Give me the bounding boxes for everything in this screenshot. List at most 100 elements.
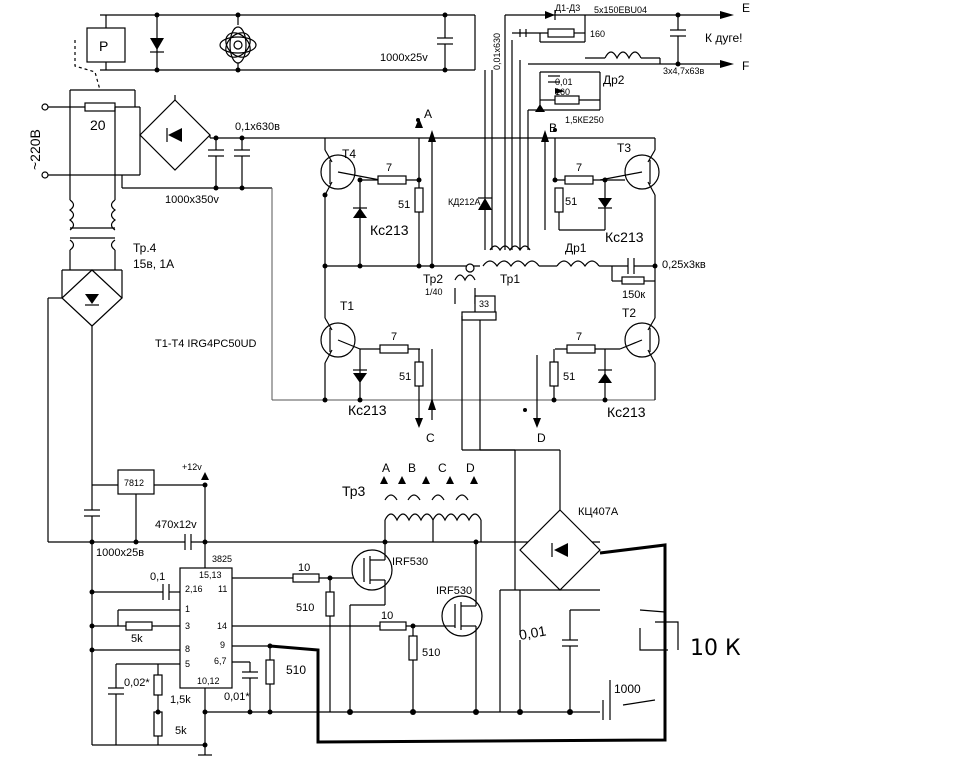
label-cap-002: 0,02*: [124, 677, 150, 689]
pin-2-16: 2,16: [185, 584, 203, 594]
pin-9: 9: [220, 640, 225, 650]
label-r33: 33: [479, 299, 489, 309]
main-bridge-rectifier: [139, 99, 211, 171]
label-dr2: Др2: [603, 73, 625, 87]
label-r10-b: 10: [381, 610, 393, 622]
mains-terminal-top: [41, 103, 49, 111]
label-tr3-a: A: [382, 461, 390, 475]
label-tr4: Тр.4: [133, 241, 157, 255]
label-dr1: Др1: [565, 241, 587, 255]
top-rail-wiring: [74, 12, 476, 91]
mains-terminal-bottom: [41, 171, 49, 179]
pin-6-7: 6,7: [214, 656, 227, 666]
label-fuse: 20: [90, 117, 106, 133]
label-7812: 7812: [124, 478, 144, 488]
label-hand-1000: 1000: [614, 682, 641, 696]
pin-8: 8: [185, 644, 190, 654]
label-irf530-b: IRF530: [436, 585, 472, 597]
pin-1: 1: [185, 604, 190, 614]
label-kc213-t2: Кс213: [607, 404, 646, 420]
label-r160-mid: 160: [555, 87, 570, 97]
label-r7-t4: 7: [386, 162, 392, 174]
label-tr3-b: B: [408, 461, 416, 475]
label-r150k: 150к: [622, 289, 645, 301]
aux-bridge-rectifier: [47, 269, 123, 542]
label-ic3825: 3825: [212, 554, 232, 564]
label-r5k-a: 5k: [131, 633, 143, 645]
relay-box: [86, 27, 126, 63]
label-t4: T4: [342, 147, 356, 161]
output-section: [505, 10, 734, 112]
label-t1: T1: [340, 299, 354, 313]
label-cap-001: 0,01: [555, 77, 573, 87]
hand-drawn-additions: [269, 543, 679, 744]
regulator-7812: [117, 469, 155, 495]
label-r160-top: 160: [590, 29, 605, 39]
label-mains: ~220В: [27, 129, 43, 170]
label-k-duge: К дуге!: [705, 31, 742, 45]
label-cap-0-1x630: 0,1x630в: [235, 121, 280, 133]
label-kc213-t3: Кс213: [605, 229, 644, 245]
label-kc213-t4: Кс213: [370, 222, 409, 238]
label-cap-0-01x630: 0,01x630: [492, 33, 502, 70]
label-tr3: Тр3: [342, 483, 366, 499]
fuse: [84, 102, 116, 112]
label-tr1: Тр1: [500, 272, 520, 286]
label-r510-b: 510: [422, 647, 440, 659]
label-tr4-spec: 15в, 1А: [133, 257, 174, 271]
label-r510-a: 510: [296, 602, 314, 614]
label-r510-c: 510: [286, 663, 306, 677]
label-out-f: F: [742, 59, 749, 73]
label-r7-t2: 7: [576, 331, 582, 343]
label-t1t4-type: T1-T4 IRG4PC50UD: [155, 338, 257, 350]
label-node-a: A: [424, 107, 432, 121]
label-node-b: B: [549, 121, 557, 135]
label-r10-a: 10: [298, 562, 310, 574]
label-relay: Р: [99, 38, 108, 54]
fan-icon: [219, 15, 257, 70]
label-t3: T3: [617, 141, 631, 155]
mosfet-irf530-top: [351, 549, 393, 591]
label-irf530-a: IRF530: [392, 556, 428, 568]
label-hand-001: 0,01: [518, 622, 548, 643]
label-node-c: C: [426, 431, 435, 445]
label-r51-t2: 51: [563, 371, 575, 383]
label-kc213-t1: Кс213: [348, 402, 387, 418]
label-plus12: +12v: [182, 462, 202, 472]
label-cap-1000x350: 1000x350v: [165, 194, 219, 206]
label-r1-5k: 1,5k: [170, 694, 191, 706]
label-cap-025x3: 0,25x3кв: [662, 259, 706, 271]
label-cap-1000x25b: 1000x25в: [96, 547, 144, 559]
label-r5k-b: 5k: [175, 725, 187, 737]
label-r51-t3: 51: [565, 196, 577, 208]
label-cap-1000x25v-top: 1000x25v: [380, 52, 428, 64]
label-cap-470x12: 470x12v: [155, 519, 197, 531]
label-hand-10k: 10 К: [690, 636, 741, 661]
control-section: [48, 469, 601, 756]
label-out-e: E: [742, 1, 750, 15]
label-node-d: D: [537, 431, 546, 445]
label-diodes: 5x150EBU04: [594, 5, 647, 15]
label-ke250: 1,5КЕ250: [565, 115, 604, 125]
pin-11: 11: [218, 584, 227, 594]
labels: Р 20 ~220В 1000x25v 0,01x630 Д1-Д3 5x150…: [27, 1, 750, 737]
label-cap-0-1: 0,1: [150, 571, 165, 583]
label-tr2: Тр2: [423, 272, 443, 286]
label-t2: T2: [622, 306, 636, 320]
label-tr3-d: D: [466, 461, 475, 475]
label-d1d3: Д1-Д3: [555, 3, 580, 13]
label-kc407: КЦ407А: [578, 506, 619, 518]
cap-1000x25v-top: [437, 15, 453, 70]
pin-10-12: 10,12: [197, 676, 220, 686]
label-kd212: КД212А: [448, 197, 480, 207]
mains-section: [41, 89, 655, 401]
label-r7-t3: 7: [576, 162, 582, 174]
label-r51-t1: 51: [399, 371, 411, 383]
label-cap-3x4-7: 3x4,7x63в: [663, 66, 705, 76]
label-tr2-ratio: 1/40: [425, 287, 443, 297]
label-tr3-c: C: [438, 461, 447, 475]
ic-3825: [179, 567, 233, 689]
pin-5: 5: [185, 659, 190, 669]
label-r51-t4: 51: [398, 199, 410, 211]
